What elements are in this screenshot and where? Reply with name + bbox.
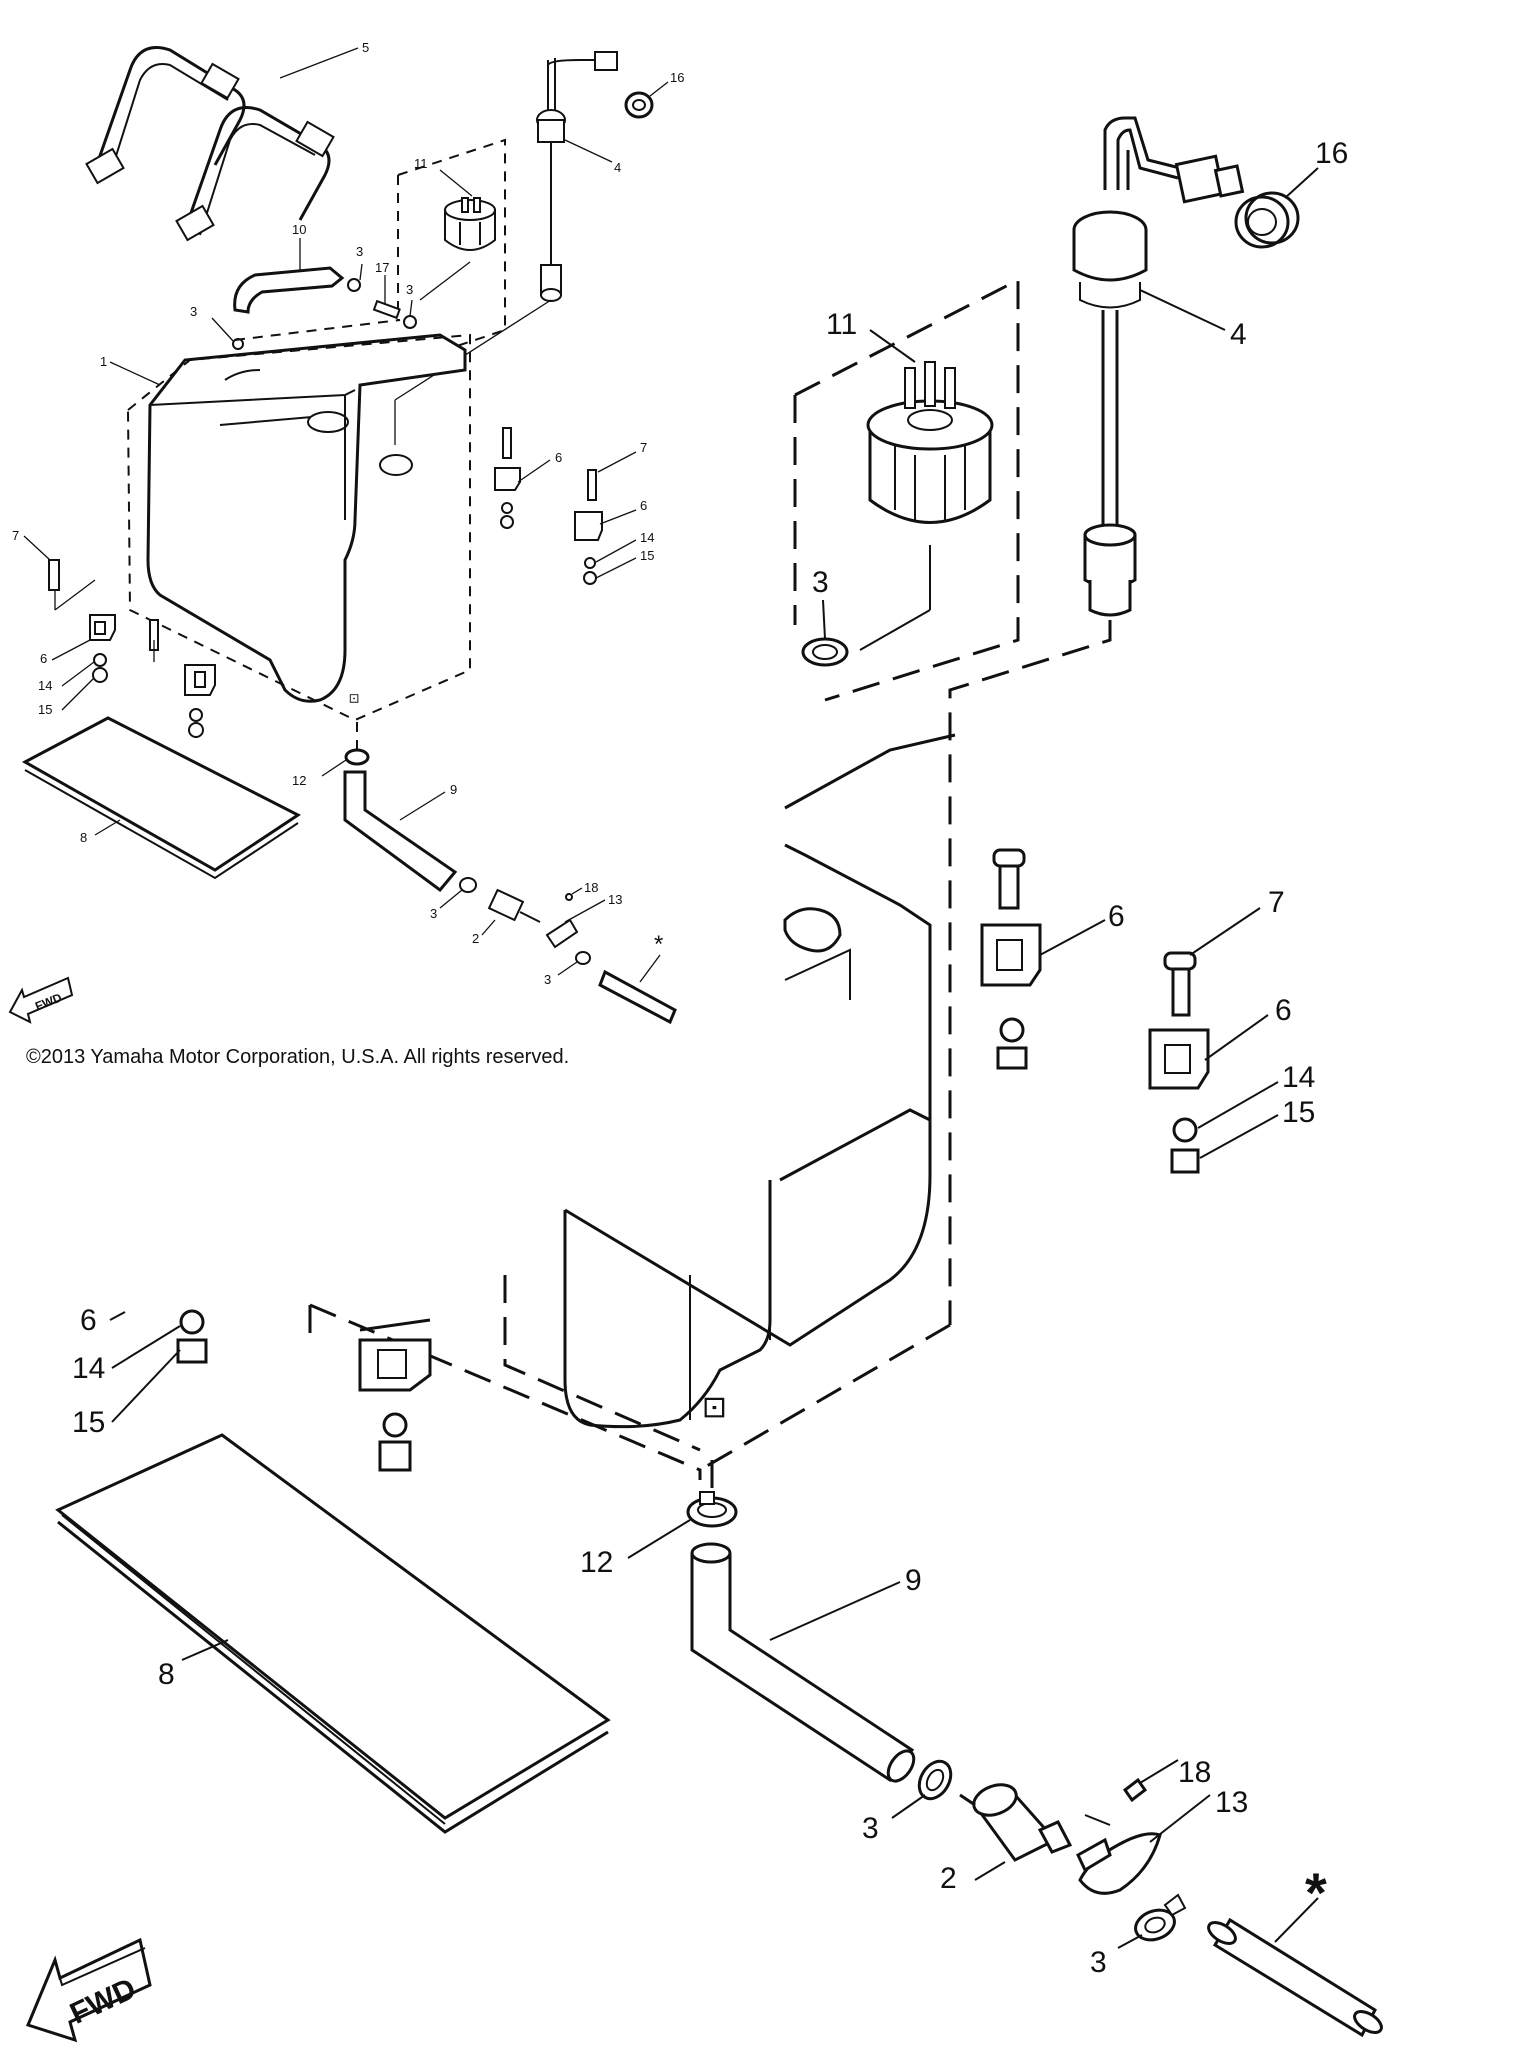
fuel-hose-part-9-large bbox=[690, 1542, 916, 1783]
callout-7-left: 7 bbox=[12, 528, 19, 543]
callout-3-e: 3 bbox=[544, 972, 551, 987]
callout-15-right: 15 bbox=[640, 548, 654, 563]
vent-hose-part-10 bbox=[233, 266, 345, 314]
callout-18: 18 bbox=[584, 880, 598, 895]
callout-2: 2 bbox=[472, 931, 479, 946]
callout-15-large-a: 15 bbox=[1282, 1096, 1315, 1129]
svg-text:⊡: ⊡ bbox=[698, 1395, 731, 1420]
mat-part-8-large bbox=[55, 1433, 611, 1834]
bracket-part-13-large bbox=[1076, 1814, 1162, 1895]
callout-11-large: 11 bbox=[826, 308, 857, 341]
callout-14-left: 14 bbox=[38, 678, 52, 693]
grommet-part-16-large bbox=[1234, 191, 1300, 249]
fwd-arrow-large: FWD bbox=[25, 1937, 152, 2043]
callout-13-large: 13 bbox=[1215, 1786, 1248, 1819]
callout-14-large-a: 14 bbox=[1282, 1061, 1315, 1094]
bracket-group-left-large bbox=[176, 1309, 432, 1472]
clamp-part-3-large-b bbox=[917, 1759, 953, 1801]
screw-part-18-large bbox=[1122, 1777, 1148, 1803]
filter-part-2 bbox=[487, 888, 525, 922]
callout-16: 16 bbox=[670, 70, 684, 85]
callout-13: 13 bbox=[608, 892, 622, 907]
bracket-group-right-large bbox=[1148, 951, 1210, 1174]
callout-3-b: 3 bbox=[406, 282, 413, 297]
callout-3-c: 3 bbox=[190, 304, 197, 319]
callout-3-a: 3 bbox=[356, 244, 363, 259]
callout-12-large: 12 bbox=[580, 1546, 613, 1579]
callout-6-large-b: 6 bbox=[1275, 994, 1292, 1027]
clamp-part-3-large-a bbox=[801, 637, 849, 667]
bracket-group-right bbox=[494, 427, 603, 585]
callout-3-large-a: 3 bbox=[812, 566, 829, 599]
callout-1: 1 bbox=[100, 354, 107, 369]
hose-end-asterisk-large bbox=[1207, 1917, 1383, 2038]
clamp-part-12 bbox=[344, 748, 370, 766]
strap-part-5 bbox=[85, 46, 335, 242]
filter-part-2-large bbox=[959, 1783, 1073, 1862]
screw-part-18 bbox=[565, 893, 573, 901]
svg-text:⊡: ⊡ bbox=[347, 693, 362, 704]
asterisk-large: * bbox=[1305, 1861, 1327, 1924]
clamp-part-12-large bbox=[686, 1491, 738, 1528]
callout-14-right: 14 bbox=[640, 530, 654, 545]
cap-part-11-large bbox=[866, 361, 994, 524]
mat-part-8 bbox=[21, 716, 301, 880]
sender-unit-part-4 bbox=[536, 51, 618, 302]
bracket-group-left bbox=[48, 559, 216, 738]
callout-4: 4 bbox=[614, 160, 621, 175]
grommet-part-16 bbox=[624, 91, 654, 119]
callout-9: 9 bbox=[450, 782, 457, 797]
callout-5: 5 bbox=[362, 40, 369, 55]
callout-15-left: 15 bbox=[38, 702, 52, 717]
callout-8-large: 8 bbox=[158, 1658, 175, 1691]
callout-7-large: 7 bbox=[1268, 886, 1285, 919]
callout-3-large-c: 3 bbox=[1090, 1946, 1107, 1979]
callout-9-large: 9 bbox=[905, 1564, 922, 1597]
fwd-arrow-small: FWD bbox=[8, 976, 74, 1024]
callout-3-large-b: 3 bbox=[862, 1812, 879, 1845]
fuel-hose-part-9 bbox=[343, 770, 458, 893]
callout-8: 8 bbox=[80, 830, 87, 845]
callout-17: 17 bbox=[375, 260, 389, 275]
bracket-part-13 bbox=[545, 918, 579, 949]
bracket-group-center-large bbox=[980, 848, 1042, 1070]
copyright-notice: ©2013 Yamaha Motor Corporation, U.S.A. A… bbox=[26, 1046, 569, 1068]
callout-18-large: 18 bbox=[1178, 1756, 1211, 1789]
callout-12: 12 bbox=[292, 773, 306, 788]
callout-2-large: 2 bbox=[940, 1862, 957, 1895]
callout-10: 10 bbox=[292, 222, 306, 237]
callout-6-right-b: 6 bbox=[640, 498, 647, 513]
callout-6-right-a: 6 bbox=[555, 450, 562, 465]
callout-16-large: 16 bbox=[1315, 137, 1348, 170]
fuel-tank-part-1: ⊡ bbox=[146, 333, 467, 704]
sender-unit-part-4-large bbox=[1072, 116, 1245, 617]
callout-4-large: 4 bbox=[1230, 318, 1247, 351]
fitting-part-17 bbox=[372, 299, 401, 320]
callout-3-d: 3 bbox=[430, 906, 437, 921]
callout-11: 11 bbox=[414, 156, 428, 171]
callout-6-left: 6 bbox=[40, 651, 47, 666]
callout-7-right: 7 bbox=[640, 440, 647, 455]
callout-14-large-left: 14 bbox=[72, 1352, 105, 1385]
callout-6-large-a: 6 bbox=[1108, 900, 1125, 933]
fuel-tank-part-1-large: ⊡ bbox=[563, 733, 956, 1429]
asterisk-small: * bbox=[654, 931, 663, 958]
callout-15-large-left: 15 bbox=[72, 1406, 105, 1439]
clamp-part-3-large-c bbox=[1134, 1893, 1187, 1942]
callout-6-large-left: 6 bbox=[80, 1304, 97, 1337]
cap-part-11 bbox=[444, 197, 496, 251]
detail-diagram: 11 3 4 bbox=[25, 116, 1383, 2043]
overview-diagram: 5 4 16 11 bbox=[8, 40, 684, 1068]
